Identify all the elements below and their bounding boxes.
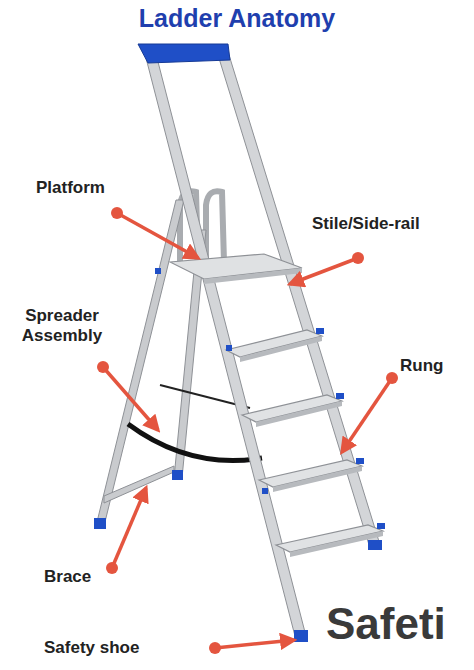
- leader-dot: [111, 207, 123, 219]
- safety-shoe: [294, 630, 308, 642]
- leader-dot: [209, 642, 221, 654]
- brace-bar: [104, 466, 174, 503]
- rear-handle: [206, 191, 224, 262]
- leader-line: [103, 367, 158, 430]
- diagram-title: Ladder Anatomy: [0, 3, 474, 33]
- step-cap: [377, 523, 385, 529]
- step-edge: [240, 336, 322, 362]
- safety-shoe: [94, 518, 106, 529]
- front-stile: [218, 55, 381, 548]
- leader-dot: [386, 372, 398, 384]
- safety-shoe: [368, 540, 382, 550]
- rear-leg: [96, 200, 184, 526]
- leader-line: [112, 488, 146, 568]
- platform-edge: [204, 268, 302, 284]
- step-cap: [336, 393, 344, 399]
- leader-line: [342, 378, 392, 452]
- part-label: Safety shoe: [44, 638, 164, 658]
- leader-dot: [106, 562, 118, 574]
- leader-line: [290, 258, 358, 284]
- rivet-cap: [262, 488, 268, 494]
- step-edge: [290, 531, 383, 557]
- leader-line: [117, 213, 198, 258]
- part-label: Stile/Side-rail: [312, 214, 472, 234]
- rivet-cap: [226, 345, 232, 351]
- leader-lines: [103, 213, 392, 648]
- part-label: Rung: [400, 356, 470, 376]
- step-edge: [256, 401, 342, 427]
- logo-watermark: Safeti: [326, 598, 474, 651]
- step-cap: [356, 458, 364, 464]
- rivet-cap: [155, 268, 161, 274]
- leader-dots: [97, 207, 398, 654]
- platform-shape: [170, 254, 302, 279]
- step-edge: [273, 466, 362, 492]
- leader-dot: [97, 361, 109, 373]
- top-cap: [138, 44, 230, 63]
- leader-dot: [352, 252, 364, 264]
- leader-line: [215, 640, 294, 648]
- step-cap: [316, 328, 324, 334]
- part-label: Platform: [36, 178, 156, 198]
- safety-shoe: [172, 470, 183, 480]
- part-label: Spreader Assembly: [12, 306, 112, 347]
- part-label: Brace: [44, 567, 124, 587]
